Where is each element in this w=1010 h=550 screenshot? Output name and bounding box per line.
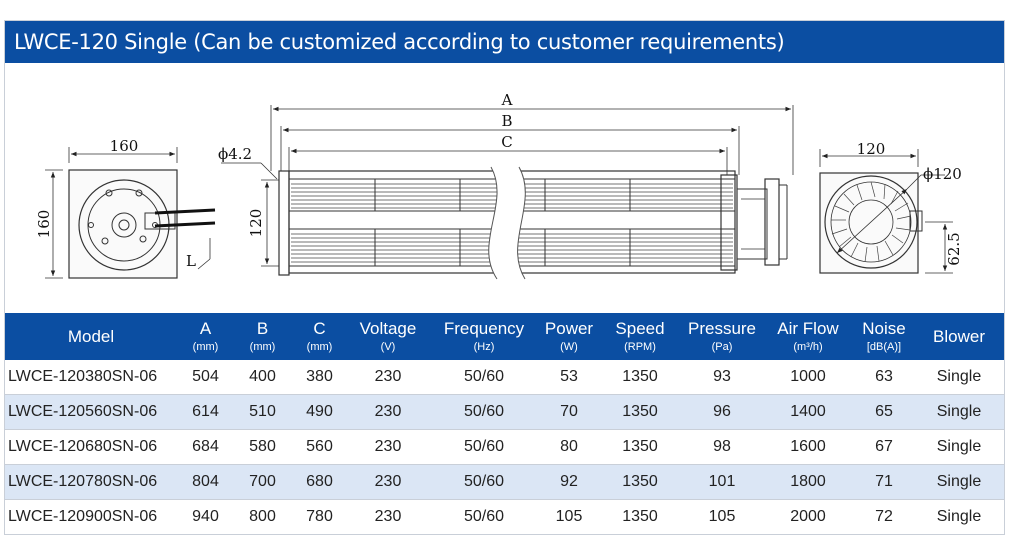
cell-model: LWCE-120780SN-06 — [5, 464, 177, 500]
cell-speed: 1350 — [598, 394, 682, 430]
cell-noise: 67 — [854, 429, 914, 465]
cell-c: 780 — [291, 499, 348, 535]
table-row: LWCE-120900SN-06 940 800 780 230 50/60 1… — [5, 499, 1004, 535]
cell-speed: 1350 — [598, 464, 682, 500]
table-row: LWCE-120680SN-06 684 580 560 230 50/60 8… — [5, 429, 1004, 465]
col-b: B(mm) — [234, 313, 291, 360]
page-frame — [4, 20, 1005, 535]
cell-blower: Single — [914, 429, 1004, 465]
cell-power: 80 — [540, 429, 598, 465]
hole-diameter-label: ϕ4.2 — [218, 145, 252, 163]
dim-b-label: B — [501, 112, 512, 130]
break-line — [488, 166, 498, 280]
cell-pressure: 105 — [682, 499, 762, 535]
cell-pressure: 96 — [682, 394, 762, 430]
cell-c: 490 — [291, 394, 348, 430]
col-air-flow: Air Flow(m³/h) — [762, 313, 854, 360]
cell-model: LWCE-120560SN-06 — [5, 394, 177, 430]
cell-speed: 1350 — [598, 360, 682, 395]
col-speed: Speed(RPM) — [598, 313, 682, 360]
cell-noise: 63 — [854, 360, 914, 395]
right-end-view — [819, 149, 953, 274]
cell-pressure: 93 — [682, 360, 762, 395]
col-pressure: Pressure(Pa) — [682, 313, 762, 360]
break-gap — [488, 167, 526, 279]
cell-noise: 65 — [854, 394, 914, 430]
cell-blower: Single — [914, 464, 1004, 500]
cell-model: LWCE-120380SN-06 — [5, 360, 177, 395]
col-a: A(mm) — [177, 313, 234, 360]
cell-power: 92 — [540, 464, 598, 500]
cell-frequency: 50/60 — [428, 429, 540, 465]
cell-c: 380 — [291, 360, 348, 395]
cell-b: 800 — [234, 499, 291, 535]
cell-b: 510 — [234, 394, 291, 430]
cell-air-flow: 1400 — [762, 394, 854, 430]
col-c: C(mm) — [291, 313, 348, 360]
cell-voltage: 230 — [348, 464, 428, 500]
left-height-label: 160 — [35, 210, 53, 239]
cell-noise: 71 — [854, 464, 914, 500]
cell-blower: Single — [914, 394, 1004, 430]
cell-speed: 1350 — [598, 499, 682, 535]
cell-air-flow: 1000 — [762, 360, 854, 395]
cell-air-flow: 2000 — [762, 499, 854, 535]
left-end-view — [45, 147, 216, 279]
cell-frequency: 50/60 — [428, 464, 540, 500]
cell-voltage: 230 — [348, 499, 428, 535]
right-diameter-label: ϕ120 — [923, 165, 962, 183]
break-line — [517, 166, 526, 280]
col-blower: Blower — [914, 313, 1004, 360]
cell-voltage: 230 — [348, 429, 428, 465]
cell-frequency: 50/60 — [428, 394, 540, 430]
technical-drawing: 160 160 L — [5, 63, 1004, 313]
cell-speed: 1350 — [598, 429, 682, 465]
cell-power: 53 — [540, 360, 598, 395]
spec-table: Model A(mm) B(mm) C(mm) Voltage(V) Frequ… — [5, 313, 1004, 535]
cell-pressure: 101 — [682, 464, 762, 500]
dim-c-label: C — [501, 133, 512, 151]
page-title: LWCE-120 Single (Can be customized accor… — [5, 21, 1004, 63]
cell-c: 560 — [291, 429, 348, 465]
col-model: Model — [5, 313, 177, 360]
cell-model: LWCE-120680SN-06 — [5, 429, 177, 465]
cell-air-flow: 1800 — [762, 464, 854, 500]
cell-b: 580 — [234, 429, 291, 465]
cell-noise: 72 — [854, 499, 914, 535]
cell-b: 400 — [234, 360, 291, 395]
col-voltage: Voltage(V) — [348, 313, 428, 360]
cell-a: 504 — [177, 360, 234, 395]
cell-power: 105 — [540, 499, 598, 535]
cell-c: 680 — [291, 464, 348, 500]
cell-b: 700 — [234, 464, 291, 500]
left-width-label: 160 — [110, 137, 139, 155]
cell-frequency: 50/60 — [428, 360, 540, 395]
cell-a: 684 — [177, 429, 234, 465]
dim-a-label: A — [501, 91, 513, 109]
cell-voltage: 230 — [348, 394, 428, 430]
cell-pressure: 98 — [682, 429, 762, 465]
mid-height-label: 120 — [247, 209, 265, 238]
cell-power: 70 — [540, 394, 598, 430]
cell-a: 614 — [177, 394, 234, 430]
cell-frequency: 50/60 — [428, 499, 540, 535]
col-frequency: Frequency(Hz) — [428, 313, 540, 360]
cell-blower: Single — [914, 360, 1004, 395]
cell-air-flow: 1600 — [762, 429, 854, 465]
cell-voltage: 230 — [348, 360, 428, 395]
table-row: LWCE-120560SN-06 614 510 490 230 50/60 7… — [5, 394, 1004, 430]
table-row: LWCE-120780SN-06 804 700 680 230 50/60 9… — [5, 464, 1004, 500]
right-width-label: 120 — [857, 140, 886, 158]
col-power: Power(W) — [540, 313, 598, 360]
cell-model: LWCE-120900SN-06 — [5, 499, 177, 535]
cell-a: 804 — [177, 464, 234, 500]
col-noise: Noise[dB(A)] — [854, 313, 914, 360]
cell-a: 940 — [177, 499, 234, 535]
cell-blower: Single — [914, 499, 1004, 535]
table-row: LWCE-120380SN-06 504 400 380 230 50/60 5… — [5, 360, 1004, 395]
right-offset-label: 62.5 — [945, 232, 963, 265]
table-header-row: Model A(mm) B(mm) C(mm) Voltage(V) Frequ… — [5, 313, 1004, 360]
lead-length-label: L — [186, 252, 196, 270]
